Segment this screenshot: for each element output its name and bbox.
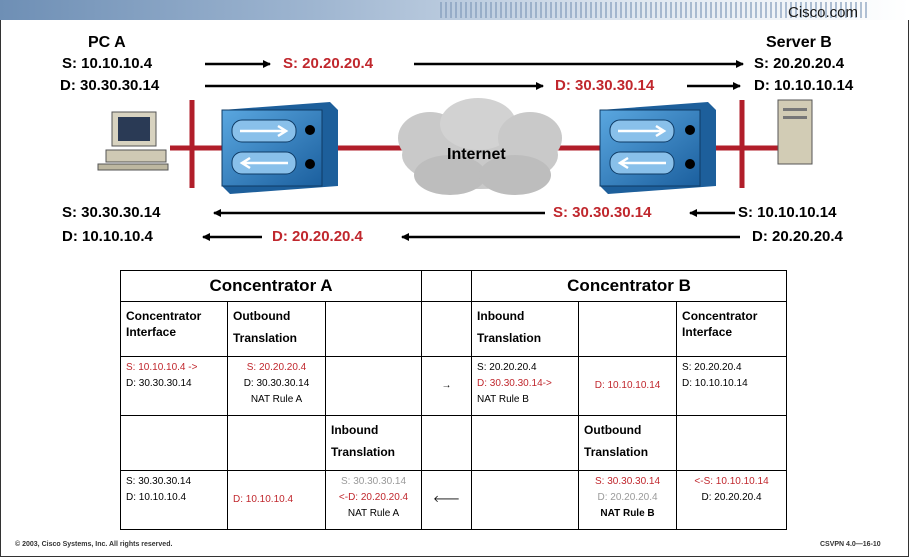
b-inbound-header: Inbound Translation xyxy=(471,301,580,357)
server-b-icon xyxy=(777,99,813,165)
a-interface-header: Concentrator Interface xyxy=(120,301,228,357)
forward-translated-src: S: 20.20.20.4 xyxy=(283,55,374,72)
empty-cell xyxy=(676,415,788,471)
concentrator-a-header: Concentrator A xyxy=(119,269,423,303)
empty-cell xyxy=(120,415,228,471)
server-b-title: Server B xyxy=(766,34,832,51)
a-inbound-header: Inbound Translation xyxy=(324,415,423,471)
forward-translated-dst: D: 30.30.30.14 xyxy=(555,77,655,94)
header-bar xyxy=(0,0,909,20)
brand-link[interactable]: Cisco.com xyxy=(788,4,859,21)
empty-cell xyxy=(471,415,580,471)
header-spacer xyxy=(421,269,473,303)
internet-cloud-icon xyxy=(398,98,562,195)
b-forward-dst: D: 10.10.10.14 xyxy=(578,355,678,417)
a-interface-forward: S: 10.10.10.4 ->D: 30.30.30.14 xyxy=(120,355,228,417)
concentrator-b-icon xyxy=(599,102,716,194)
return-left-src: S: 30.30.30.14 xyxy=(62,204,161,221)
empty-cell xyxy=(324,301,423,357)
table-row: Inbound Translation Outbound Translation xyxy=(120,415,788,471)
internet-label: Internet xyxy=(447,146,506,163)
nat-translation-table: Concentrator A Concentrator B Concentrat… xyxy=(119,269,788,531)
empty-cell xyxy=(324,355,423,417)
b-outbound-header: Outbound Translation xyxy=(578,415,678,471)
pc-a-title: PC A xyxy=(88,34,126,51)
course-code: CSVPN 4.0—16-10 xyxy=(820,541,881,548)
empty-cell xyxy=(421,301,473,357)
table-row: S: 10.10.10.4 ->D: 30.30.30.14 S: 20.20.… xyxy=(120,355,788,417)
pc-a-icon xyxy=(97,111,169,171)
copyright: © 2003, Cisco Systems, Inc. All rights r… xyxy=(15,541,173,548)
server-b-dst: D: 10.10.10.14 xyxy=(754,77,854,94)
left-arrow-icon: 🡐 xyxy=(421,469,473,531)
a-outbound-header: Outbound Translation xyxy=(227,301,326,357)
empty-cell xyxy=(227,415,326,471)
return-right-src: S: 10.10.10.14 xyxy=(738,204,837,221)
return-right-dst: D: 20.20.20.4 xyxy=(752,228,843,245)
right-arrow-icon: → xyxy=(421,355,473,417)
return-left-dst: D: 10.10.10.4 xyxy=(62,228,153,245)
return-translated-dst: D: 20.20.20.4 xyxy=(272,228,363,245)
empty-cell xyxy=(421,415,473,471)
empty-cell xyxy=(578,301,678,357)
table-row: Concentrator Interface Outbound Translat… xyxy=(120,301,788,357)
header-stripes xyxy=(440,2,870,18)
pc-a-dst: D: 30.30.30.14 xyxy=(60,77,160,94)
concentrator-b-header: Concentrator B xyxy=(471,269,788,303)
return-translated-src: S: 30.30.30.14 xyxy=(553,204,652,221)
table-header-row: Concentrator A Concentrator B xyxy=(119,269,788,303)
empty-cell xyxy=(471,469,580,531)
pc-a-src: S: 10.10.10.4 xyxy=(62,55,153,72)
b-interface-header: Concentrator Interface xyxy=(676,301,788,357)
concentrator-a-icon xyxy=(221,102,338,194)
a-return-dst: D: 10.10.10.4 xyxy=(227,469,326,531)
server-b-src: S: 20.20.20.4 xyxy=(754,55,845,72)
